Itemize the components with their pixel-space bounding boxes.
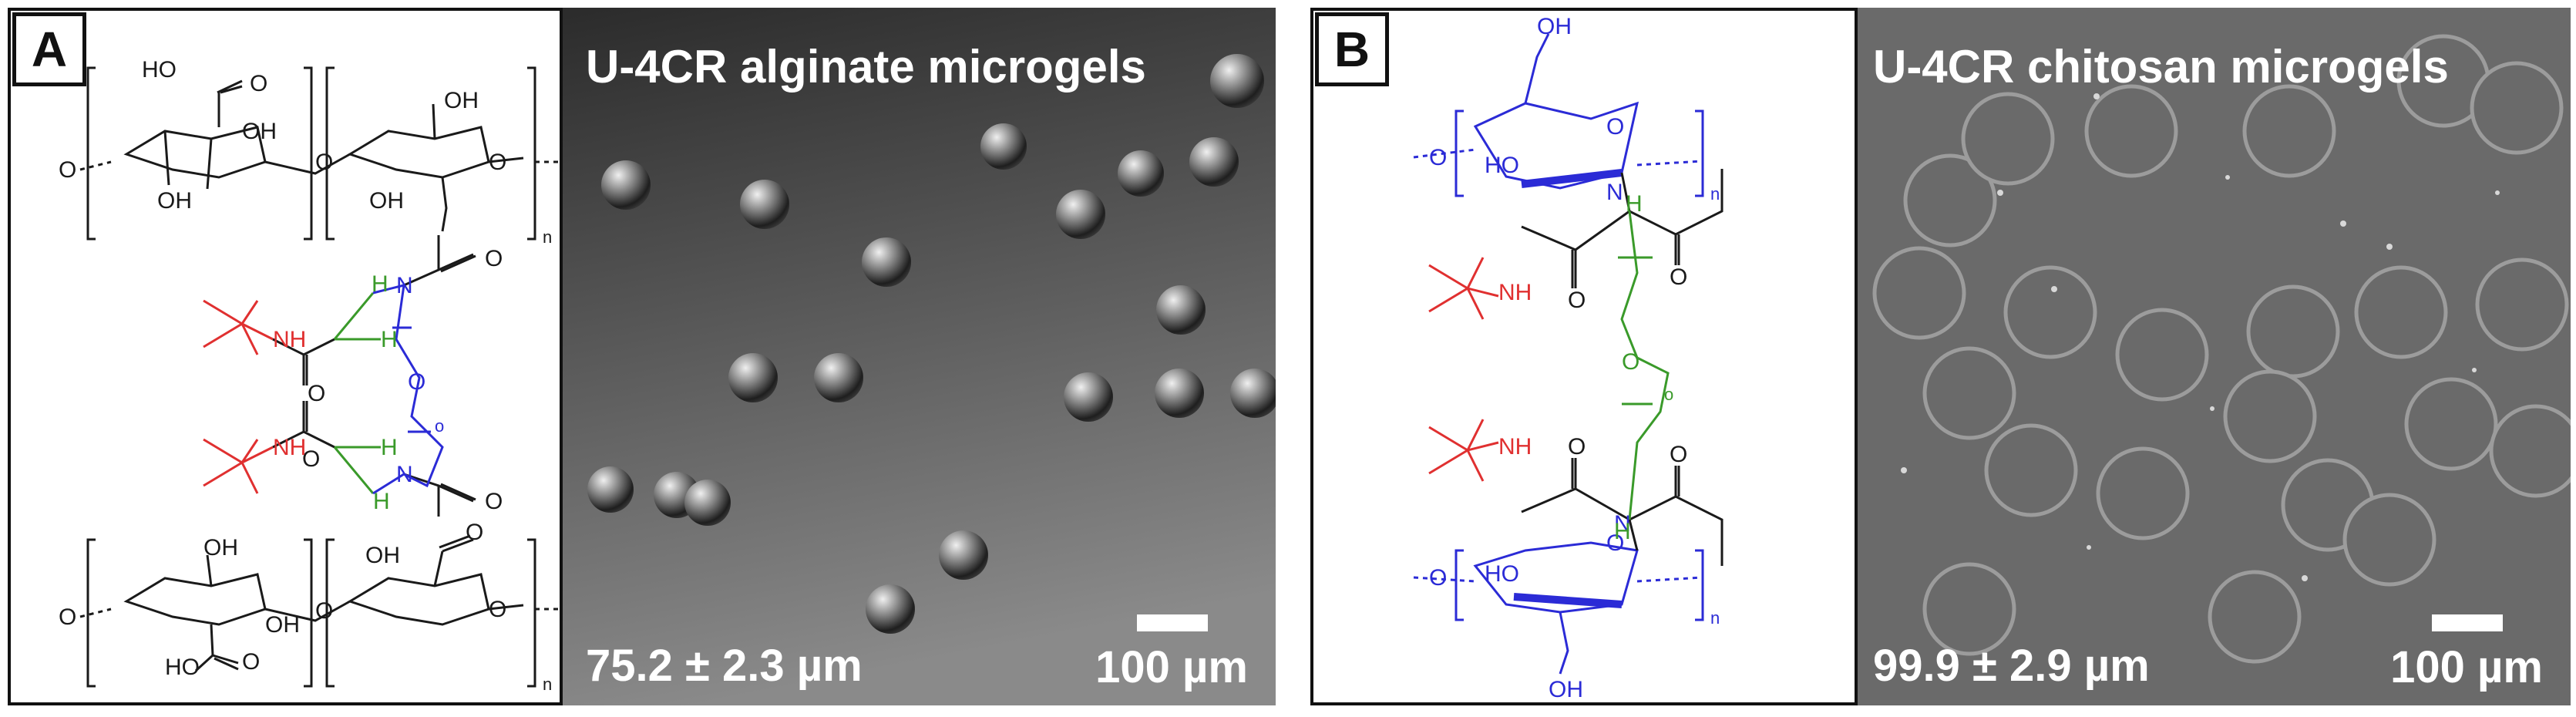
svg-text:O: O [485, 489, 503, 514]
svg-text:O: O [1429, 565, 1447, 591]
svg-text:O: O [1568, 434, 1586, 459]
svg-text:n: n [1710, 184, 1720, 204]
svg-text:H: H [381, 435, 398, 460]
svg-text:N: N [1606, 180, 1623, 205]
svg-text:OH: OH [157, 188, 192, 214]
panel-b-structure-box [1310, 8, 1858, 705]
svg-text:H: H [372, 271, 388, 297]
svg-text:OH: OH [1537, 14, 1572, 39]
svg-text:O: O [250, 71, 267, 96]
svg-text:O: O [302, 446, 320, 472]
svg-text:O: O [1429, 145, 1447, 170]
svg-text:H: H [1626, 191, 1643, 217]
svg-text:OH: OH [242, 119, 277, 144]
svg-text:O: O [1568, 288, 1586, 313]
svg-text:OH: OH [444, 88, 479, 113]
svg-text:H: H [373, 489, 390, 514]
alginate-scale-label: 100 µm [1095, 642, 1248, 692]
svg-text:H: H [1614, 519, 1631, 544]
svg-text:o: o [435, 416, 444, 436]
svg-text:O: O [308, 381, 325, 406]
svg-text:HO: HO [142, 57, 177, 82]
svg-text:O: O [1622, 349, 1639, 375]
svg-text:NH: NH [273, 327, 306, 352]
chitosan-title: U-4CR chitosan microgels [1873, 41, 2449, 93]
svg-text:n: n [543, 675, 552, 694]
svg-text:HO: HO [1485, 561, 1519, 587]
svg-text:n: n [543, 227, 552, 247]
alginate-title: U-4CR alginate microgels [586, 41, 1146, 93]
alginate-microgels-micrograph: U-4CR alginate microgels 75.2 ± 2.3 µm 1… [563, 8, 1276, 705]
svg-text:O: O [489, 597, 506, 622]
alginate-size-label: 75.2 ± 2.3 µm [586, 641, 863, 691]
svg-text:NH: NH [1498, 434, 1532, 459]
svg-text:O: O [1670, 442, 1687, 467]
svg-text:O: O [1606, 114, 1624, 140]
svg-text:O: O [466, 520, 483, 545]
svg-text:OH: OH [265, 612, 300, 638]
chitosan-size-label: 99.9 ± 2.9 µm [1873, 641, 2150, 691]
svg-text:N: N [1614, 511, 1631, 537]
svg-text:OH: OH [369, 188, 404, 214]
svg-text:N: N [396, 273, 413, 298]
svg-text:NH: NH [273, 435, 306, 460]
svg-text:NH: NH [1498, 280, 1532, 305]
alginate-scale-bar [1137, 614, 1208, 631]
panel-b-label: B [1315, 12, 1389, 86]
svg-text:O: O [1670, 264, 1687, 290]
svg-text:O: O [242, 649, 260, 675]
svg-text:H: H [381, 327, 398, 352]
svg-text:O: O [59, 157, 76, 183]
svg-text:O: O [1606, 530, 1624, 556]
panel-a-label: A [12, 12, 86, 86]
svg-text:OH: OH [365, 543, 400, 568]
svg-text:OH: OH [1549, 677, 1583, 702]
svg-text:HO: HO [165, 655, 200, 680]
svg-text:n: n [1710, 608, 1720, 628]
svg-text:o: o [1664, 385, 1673, 404]
svg-text:O: O [485, 246, 503, 271]
chitosan-scale-label: 100 µm [2390, 642, 2543, 692]
svg-text:O: O [59, 604, 76, 630]
alginate-crosslink-structure: HO O OH OH O O OH OH O O O OH O HO O OH … [59, 57, 558, 694]
svg-text:N: N [396, 462, 413, 487]
chitosan-crosslink-structure: OH O HO O N O HO O N OH n n O O O O H O … [1413, 14, 1723, 702]
chitosan-microgels-micrograph: U-4CR chitosan microgels 99.9 ± 2.9 µm 1… [1858, 8, 2571, 705]
svg-text:O: O [315, 598, 333, 624]
svg-text:OH: OH [203, 535, 238, 560]
panel-a-structure-box [8, 8, 563, 705]
svg-text:O: O [315, 150, 333, 175]
svg-text:O: O [489, 150, 506, 175]
chitosan-scale-bar [2432, 614, 2503, 631]
svg-text:O: O [408, 369, 425, 395]
svg-text:HO: HO [1485, 153, 1519, 178]
